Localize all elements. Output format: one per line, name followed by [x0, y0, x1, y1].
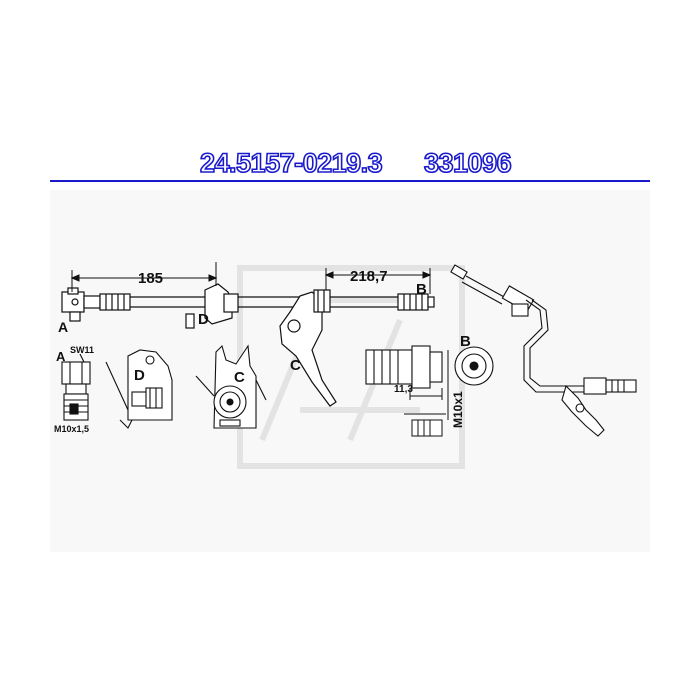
- label-b-main: B: [416, 281, 427, 298]
- label-d-main: D: [198, 311, 209, 328]
- label-a-main: A: [58, 319, 68, 335]
- installed-view: [450, 264, 637, 437]
- dimension-lines: [70, 262, 432, 294]
- label-c-main: C: [290, 357, 301, 374]
- label-a-detail: A: [56, 349, 66, 364]
- thread-b-label: M10x1: [451, 391, 465, 428]
- reference-number: 331096: [423, 147, 512, 179]
- wrench-size-label: SW11: [70, 345, 94, 355]
- detail-d-bracket: [105, 349, 173, 429]
- hose-assembly: [61, 283, 435, 407]
- fitting-length-label: 11,3: [394, 384, 413, 395]
- header-rule: [50, 180, 650, 182]
- dimension-left-label: 185: [138, 270, 163, 287]
- detail-b-fitting: [365, 345, 494, 389]
- thread-a-label: M10x1,5: [54, 424, 89, 434]
- dimension-right-label: 218,7: [350, 268, 388, 285]
- title-bar: 24.5157-0219.3 331096: [0, 147, 700, 180]
- part-number: 24.5157-0219.3: [199, 147, 383, 179]
- label-b-detail: B: [460, 333, 471, 350]
- label-c-detail: C: [234, 369, 245, 386]
- detail-b-dimension: [404, 350, 449, 437]
- detail-c-bracket: [195, 344, 267, 429]
- detail-a-fitting: [61, 353, 91, 421]
- label-d-detail: D: [134, 367, 145, 384]
